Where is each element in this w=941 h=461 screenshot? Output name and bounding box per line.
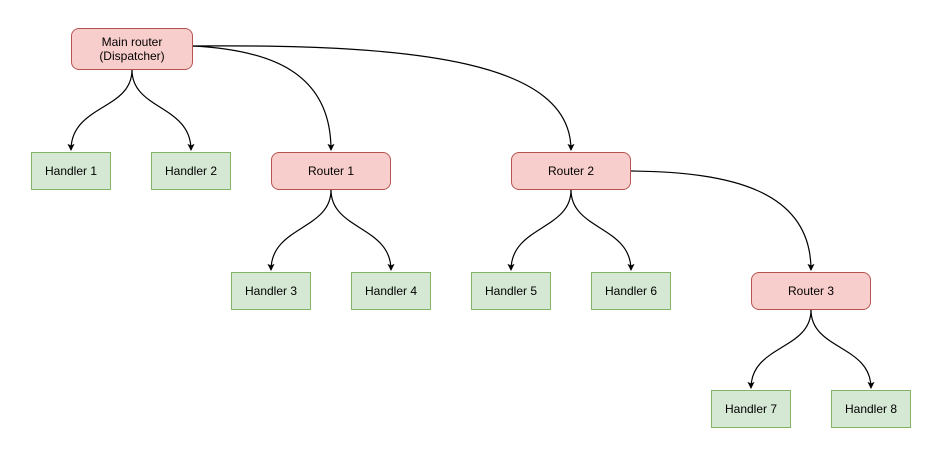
node-router-3[interactable]: Router 3	[751, 272, 871, 310]
node-router-1[interactable]: Router 1	[271, 152, 391, 190]
edge-router-1-to-handler-3	[267, 189, 332, 271]
node-label-handler-1: Handler 1	[44, 164, 98, 178]
edge-main-to-handler-2	[131, 69, 195, 151]
node-label-handler-8: Handler 8	[844, 402, 898, 416]
edge-group	[67, 45, 875, 389]
node-handler-4[interactable]: Handler 4	[351, 272, 431, 310]
node-label-handler-3: Handler 3	[244, 284, 298, 298]
node-handler-1[interactable]: Handler 1	[31, 152, 111, 190]
edge-router-2-to-router-3	[630, 170, 815, 271]
node-label-main-router: Main router (Dispatcher)	[99, 35, 165, 63]
node-router-2[interactable]: Router 2	[511, 152, 631, 190]
node-handler-5[interactable]: Handler 5	[471, 272, 551, 310]
node-label-handler-2: Handler 2	[164, 164, 218, 178]
node-label-router-1: Router 1	[307, 164, 355, 178]
edge-main-to-router-2	[192, 45, 575, 151]
edge-router-2-to-handler-5	[507, 189, 572, 271]
node-label-handler-7: Handler 7	[724, 402, 778, 416]
edge-router-1-to-handler-4	[330, 189, 395, 271]
edge-main-to-handler-1	[67, 69, 133, 151]
node-handler-3[interactable]: Handler 3	[231, 272, 311, 310]
node-handler-8[interactable]: Handler 8	[831, 390, 911, 428]
edge-router-3-to-handler-7	[747, 309, 812, 389]
edge-main-to-router-1	[192, 45, 335, 151]
node-handler-6[interactable]: Handler 6	[591, 272, 671, 310]
node-handler-2[interactable]: Handler 2	[151, 152, 231, 190]
edge-router-2-to-handler-6	[570, 189, 635, 271]
node-handler-7[interactable]: Handler 7	[711, 390, 791, 428]
node-label-handler-5: Handler 5	[484, 284, 538, 298]
node-label-handler-4: Handler 4	[364, 284, 418, 298]
node-label-router-3: Router 3	[787, 284, 835, 298]
node-label-router-2: Router 2	[547, 164, 595, 178]
node-label-handler-6: Handler 6	[604, 284, 658, 298]
edge-router-3-to-handler-8	[810, 309, 875, 389]
node-main-router[interactable]: Main router (Dispatcher)	[71, 28, 193, 70]
